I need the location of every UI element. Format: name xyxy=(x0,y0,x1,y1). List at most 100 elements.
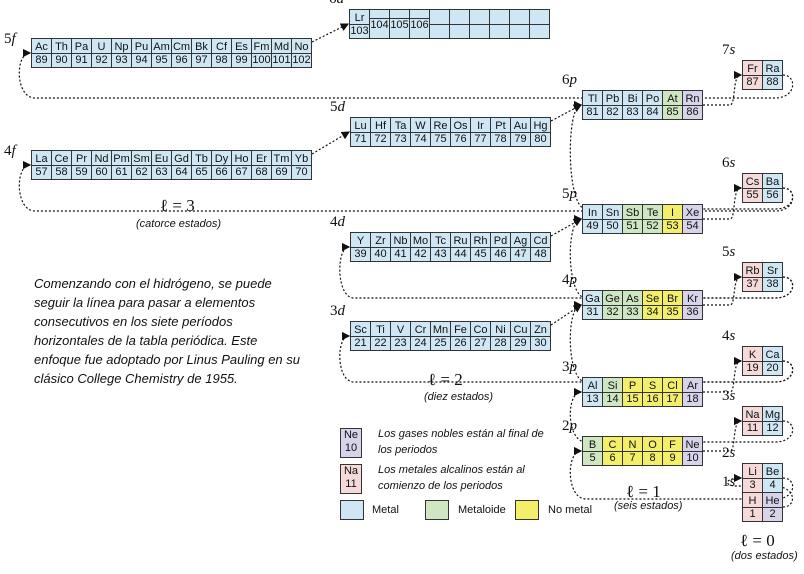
legend-alkali-swatch: Na 11 xyxy=(340,464,362,494)
element-symbol: Ce xyxy=(54,152,69,165)
element-symbol: Cf xyxy=(216,40,227,53)
element-number: 103 xyxy=(350,23,369,37)
element-symbol: Ne xyxy=(685,438,700,451)
element-symbol: Er xyxy=(256,152,267,165)
orbital-l: s xyxy=(729,328,736,344)
element-symbol: Cm xyxy=(172,40,191,53)
orbital-n: 7 xyxy=(722,42,730,58)
element-symbol: Yb xyxy=(294,152,309,165)
element-number: 9 xyxy=(663,450,682,464)
element-number: 46 xyxy=(491,246,510,260)
element-number: 47 xyxy=(511,246,530,260)
element-cell: 106 xyxy=(409,9,430,39)
element-number: 85 xyxy=(663,104,682,118)
element-number: 68 xyxy=(252,164,271,178)
element-symbol: Kr xyxy=(687,292,698,305)
element-symbol: Es xyxy=(235,40,248,53)
element-number: 89 xyxy=(32,52,51,66)
orbital-l: p xyxy=(569,272,578,288)
element-number: 1 xyxy=(743,506,762,520)
element-number: 55 xyxy=(743,187,762,201)
element-symbol: Mo xyxy=(412,234,429,247)
connector-5d-6p xyxy=(550,104,583,122)
orbital-label-4p: 4p xyxy=(562,272,577,289)
element-number: 79 xyxy=(511,131,530,145)
element-number: 50 xyxy=(603,218,622,232)
element-number: 80 xyxy=(531,131,550,145)
element-number: 99 xyxy=(232,52,251,66)
orbital-l: d xyxy=(337,303,346,319)
element-number: 44 xyxy=(451,246,470,260)
element-symbol: Rn xyxy=(685,92,700,105)
element-symbol: At xyxy=(667,92,678,105)
element-number: 97 xyxy=(192,52,211,66)
element-symbol: Ge xyxy=(605,292,620,305)
element-symbol: Ar xyxy=(687,379,698,392)
element-symbol: Cl xyxy=(667,379,678,392)
element-symbol: H xyxy=(748,494,757,507)
element-number: 26 xyxy=(451,335,470,349)
orbital-n: 5 xyxy=(4,31,12,47)
element-number xyxy=(490,23,509,25)
orbital-l: s xyxy=(729,445,736,461)
element-number: 32 xyxy=(603,304,622,318)
orbital-label-5d: 5d xyxy=(330,99,345,116)
orbital-label-6d: 6d xyxy=(329,0,344,8)
element-symbol: Lr xyxy=(354,11,365,24)
legend-alkali-text: Los metales alcalinos están al comienzo … xyxy=(378,464,525,492)
orbital-n: 6 xyxy=(329,0,337,7)
element-number: 61 xyxy=(112,164,131,178)
legend-nonmetal-label: No metal xyxy=(548,504,593,516)
element-symbol: La xyxy=(35,152,48,165)
element-number xyxy=(470,23,489,25)
element-symbol: Rh xyxy=(473,234,488,247)
element-number xyxy=(430,23,449,25)
orbital-label-3d: 3d xyxy=(330,303,345,320)
element-symbol: Ra xyxy=(765,62,780,75)
legend-nonmetal-swatch xyxy=(515,500,539,520)
element-number: 45 xyxy=(471,246,490,260)
orbital-label-3p: 3p xyxy=(562,359,577,376)
element-number: 64 xyxy=(172,164,191,178)
element-number: 105 xyxy=(390,17,409,31)
element-symbol: Tc xyxy=(435,234,446,247)
element-number: 40 xyxy=(371,246,390,260)
orbital-l: f xyxy=(11,31,16,47)
element-symbol: No xyxy=(294,40,309,53)
l1-sublabel: (seis estados) xyxy=(614,500,683,512)
element-symbol: C xyxy=(608,438,617,451)
element-number: 95 xyxy=(152,52,171,66)
element-symbol: As xyxy=(626,292,639,305)
element-symbol: U xyxy=(97,40,106,53)
l3-sublabel: (catorce estados) xyxy=(136,218,221,230)
element-symbol: He xyxy=(765,494,780,507)
element-number: 2 xyxy=(763,506,782,520)
element-symbol: Br xyxy=(667,292,678,305)
element-symbol: Ir xyxy=(477,119,484,132)
element-number: 34 xyxy=(643,304,662,318)
